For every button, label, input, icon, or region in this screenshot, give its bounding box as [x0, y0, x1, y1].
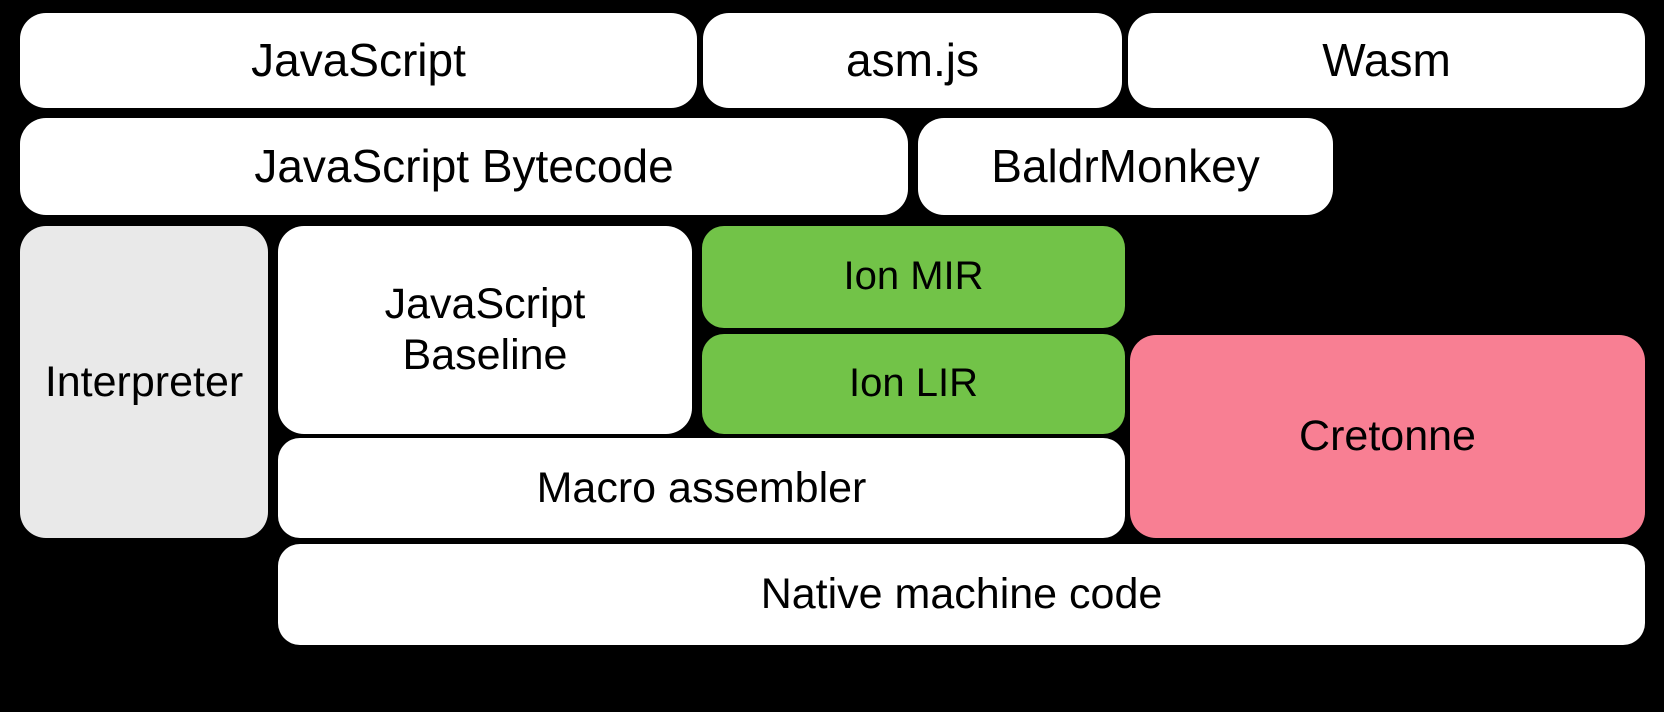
node-wasm: Wasm — [1128, 13, 1645, 108]
node-ion-lir: Ion LIR — [702, 334, 1125, 434]
node-macro-assembler: Macro assembler — [278, 438, 1125, 538]
node-native-machine-code: Native machine code — [278, 544, 1645, 645]
node-javascript-bytecode: JavaScript Bytecode — [20, 118, 908, 215]
node-ion-mir: Ion MIR — [702, 226, 1125, 328]
node-cretonne: Cretonne — [1130, 335, 1645, 538]
node-interpreter: Interpreter — [20, 226, 268, 538]
node-javascript-baseline: JavaScript Baseline — [278, 226, 692, 434]
node-baldrmonkey: BaldrMonkey — [918, 118, 1333, 215]
node-asm-js: asm.js — [703, 13, 1122, 108]
node-javascript: JavaScript — [20, 13, 697, 108]
